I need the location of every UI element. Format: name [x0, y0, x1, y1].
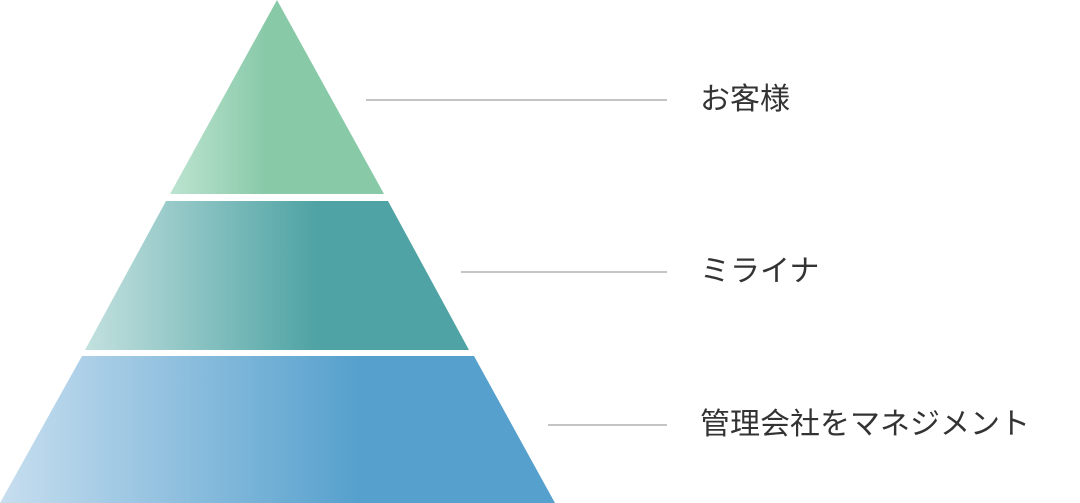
- tier-label-miraina: ミライナ: [700, 254, 820, 289]
- tier-label-customers: お客様: [700, 82, 790, 117]
- pyramid-tier-top: [170, 0, 384, 194]
- tier-label-management: 管理会社をマネジメント: [700, 407, 1030, 442]
- pyramid-tier-bottom: [0, 356, 555, 503]
- pyramid-tier-middle: [85, 201, 469, 350]
